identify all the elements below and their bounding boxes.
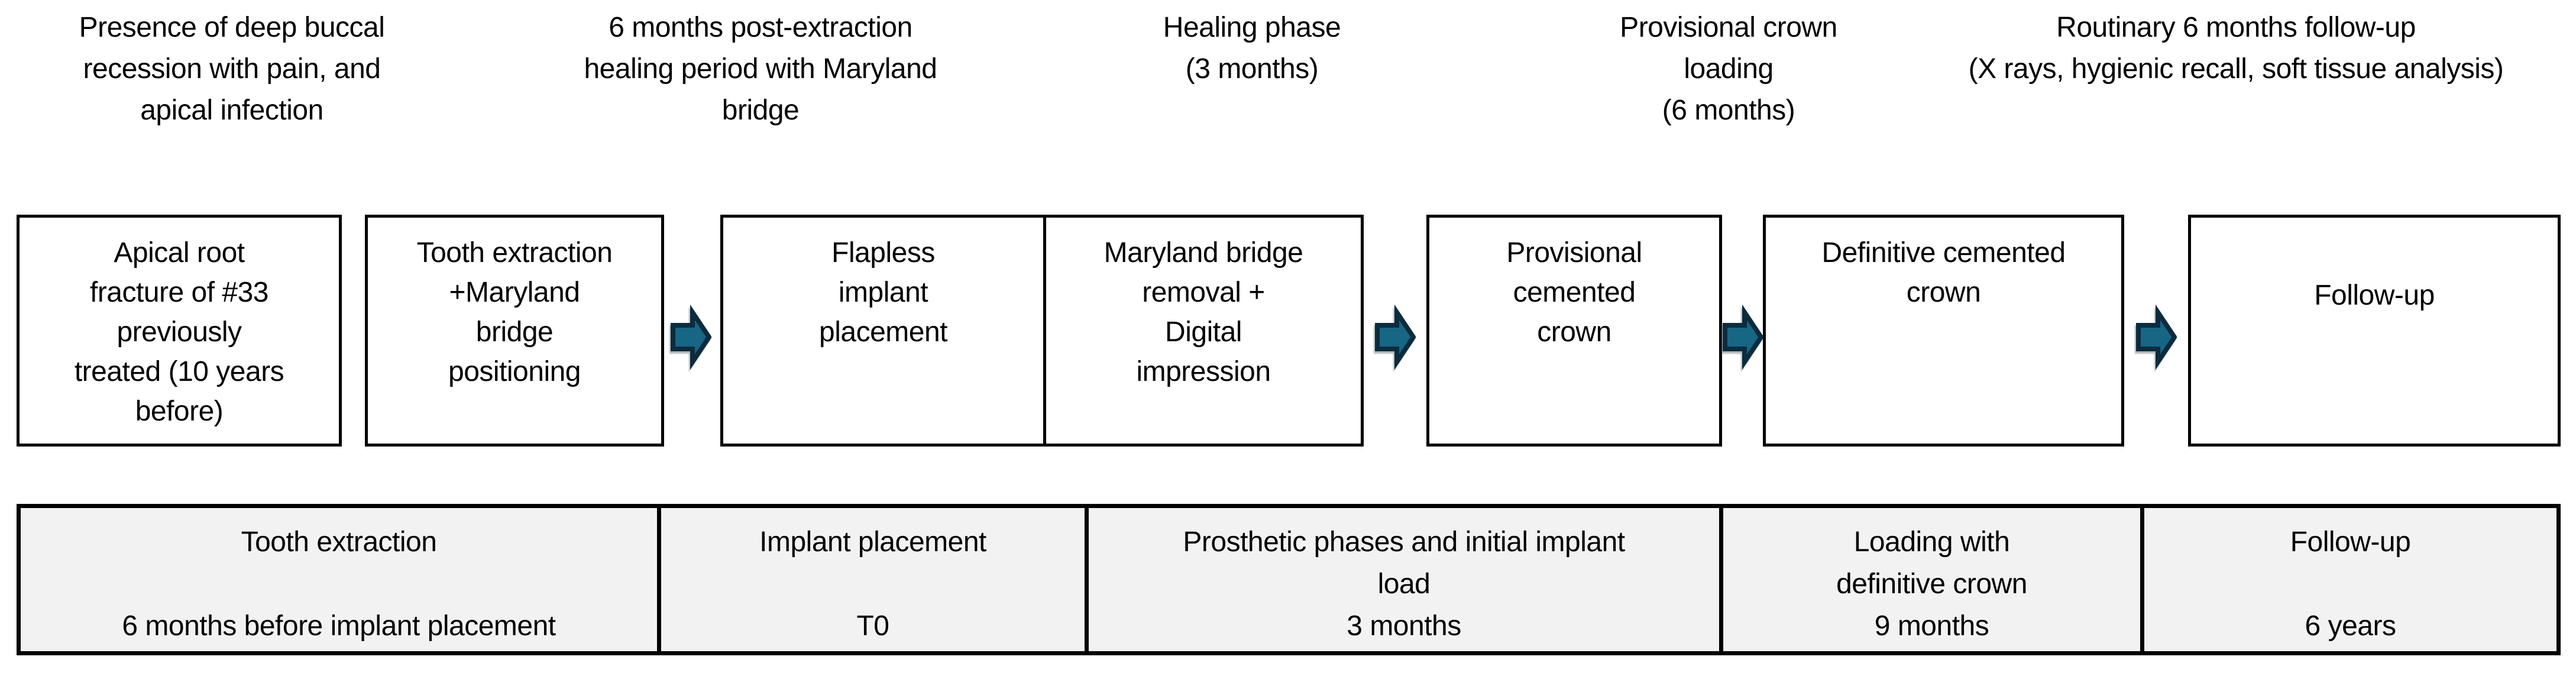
timeline-cell-tooth-extraction: Tooth extraction 6 months before implant… [17, 504, 661, 655]
right-arrow-icon [2135, 305, 2177, 370]
phase-annotation-initial-condition: Presence of deep buccal recession with p… [79, 12, 385, 126]
flow-step-tooth-extraction: Tooth extraction +Maryland bridge positi… [365, 215, 664, 447]
flow-step-definitive-crown: Definitive cemented crown [1763, 215, 2124, 447]
timeline-cell-title: Loading with definitive crown [1836, 526, 2027, 600]
phase-annotation-routine-follow-up: Routinary 6 months follow-up (X rays, hy… [1968, 12, 2504, 85]
timeline-cell-timing: 6 years [2305, 610, 2396, 642]
flow-step-flapless-implant: Flapless implant placement [720, 215, 1046, 447]
flow-step-follow-up: Follow-up [2188, 215, 2561, 447]
timeline-cell-timing: 3 months [1347, 610, 1461, 642]
phase-annotation-healing-period: 6 months post-extraction healing period … [584, 12, 937, 126]
flow-step-bridge-removal: Maryland bridge removal + Digital impres… [1043, 215, 1364, 447]
right-arrow-icon [1722, 305, 1763, 370]
timeline-cell-title: Implant placement [759, 526, 986, 558]
timeline-cell-title: Prosthetic phases and initial implant lo… [1183, 526, 1625, 600]
timeline-cell-title: Tooth extraction [241, 526, 437, 558]
flow-step-apical-fracture: Apical root fracture of #33 previously t… [17, 215, 342, 447]
timeline-cell-prosthetic-phases: Prosthetic phases and initial implant lo… [1085, 504, 1723, 655]
timeline-cell-title: Follow-up [2290, 526, 2411, 558]
timeline-cell-follow-up: Follow-up 6 years [2140, 504, 2561, 655]
phase-annotation-provisional-loading: Provisional crown loading (6 months) [1620, 12, 1837, 126]
timeline-cell-timing: T0 [856, 610, 889, 642]
right-arrow-icon [1374, 305, 1416, 370]
timeline-cell-definitive-loading: Loading with definitive crown 9 months [1719, 504, 2144, 655]
flow-step-provisional-crown: Provisional cemented crown [1426, 215, 1722, 447]
phase-annotation-healing-phase: Healing phase (3 months) [1163, 12, 1341, 85]
timeline-cell-timing: 9 months [1874, 610, 1989, 642]
timeline-cell-timing: 6 months before implant placement [122, 610, 556, 642]
timeline-cell-implant-placement: Implant placement T0 [657, 504, 1089, 655]
right-arrow-icon [670, 305, 711, 370]
